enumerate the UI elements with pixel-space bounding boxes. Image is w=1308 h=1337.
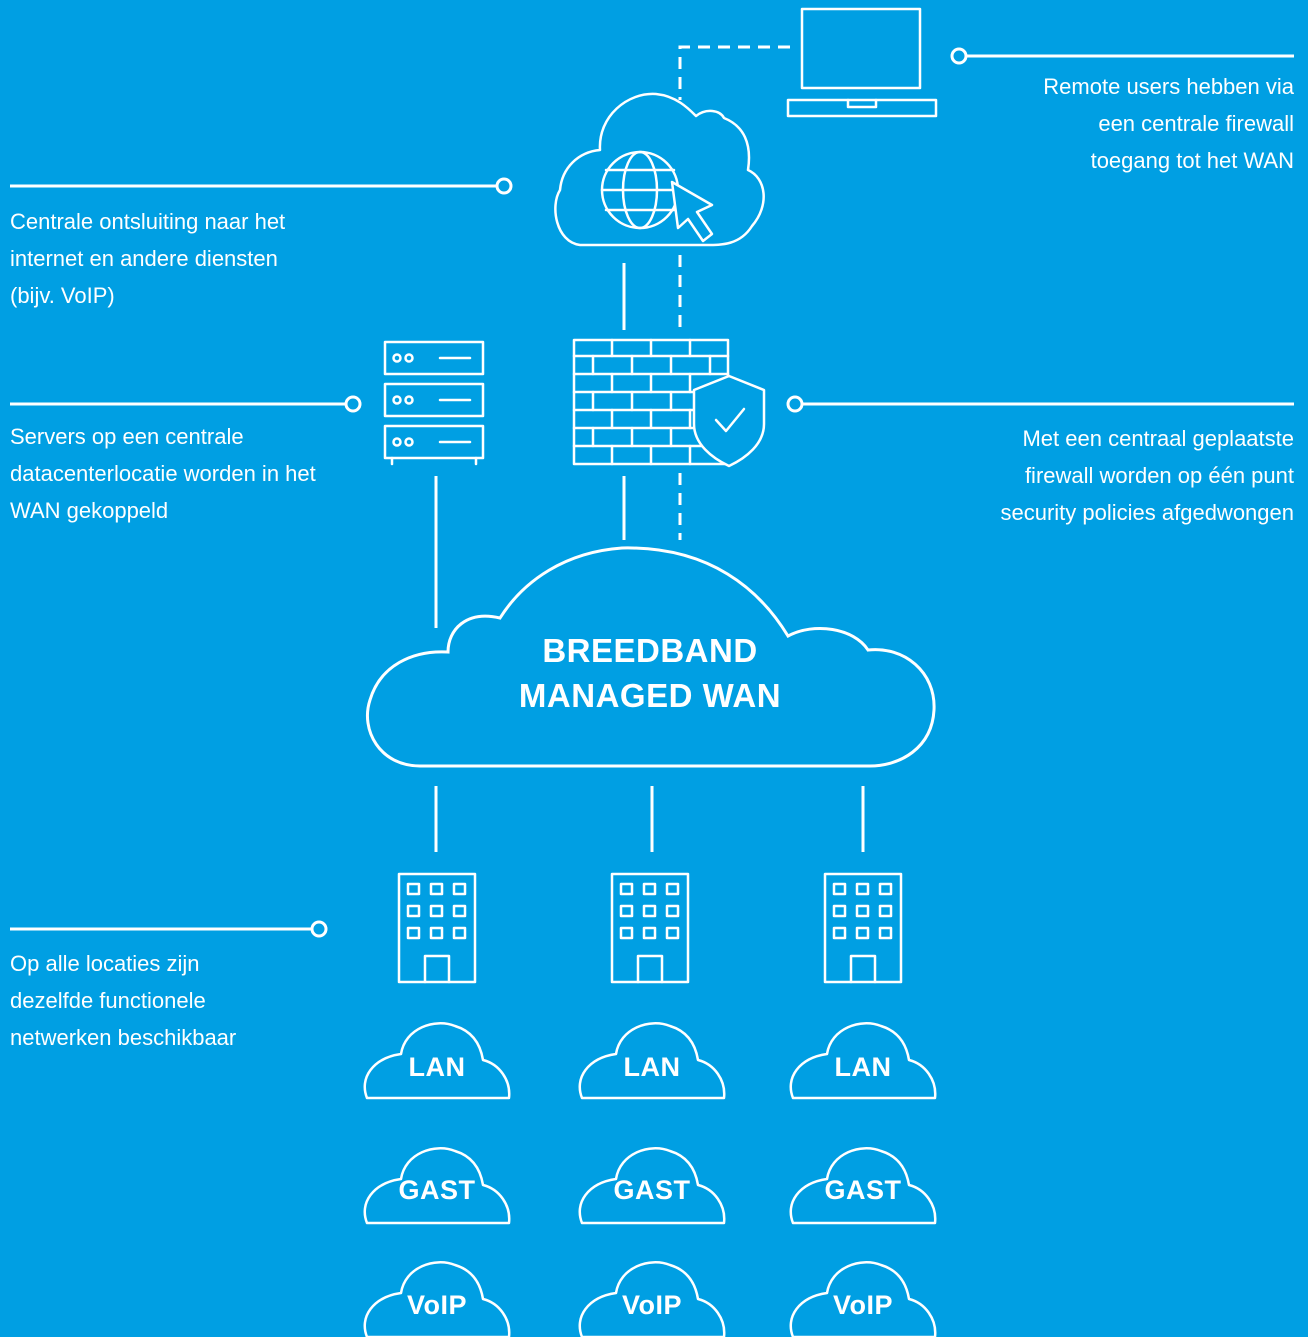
network-label-voip: VoIP (621, 1290, 682, 1320)
shield-check-icon (692, 374, 766, 468)
network-label-gast: GAST (824, 1175, 902, 1205)
wan-cloud-label: BREEDBAND MANAGED WAN (460, 628, 840, 718)
annotation-remote-users: Remote users hebben via een centrale fir… (1043, 74, 1294, 173)
annotation-firewall: Met een centraal geplaatste firewall wor… (1000, 426, 1294, 525)
building-icon (610, 872, 690, 984)
network-label-gast: GAST (398, 1175, 476, 1205)
laptop-icon (786, 7, 938, 118)
annotation-internet: Centrale ontsluiting naar het internet e… (10, 209, 286, 308)
cursor-icon (670, 180, 714, 243)
leader-servers (10, 395, 362, 413)
leader-internet (10, 177, 513, 195)
remote-dashed-link (678, 45, 790, 100)
internet-cloud-icon (554, 92, 765, 247)
network-label-lan: LAN (623, 1052, 681, 1082)
leader-remote-users (950, 47, 1294, 65)
leader-locations (10, 920, 328, 938)
wan-cloud-icon (365, 546, 936, 768)
server-rack-icon (383, 340, 485, 466)
building-icon (823, 872, 903, 984)
network-label-voip: VoIP (406, 1290, 467, 1320)
network-label-voip: VoIP (832, 1290, 893, 1320)
building-icon (397, 872, 477, 984)
globe-icon (600, 150, 680, 230)
annotation-locations: Op alle locaties zijn dezelfde functione… (10, 951, 237, 1050)
network-label-gast: GAST (613, 1175, 691, 1205)
wan-label-line-1: BREEDBAND (542, 632, 758, 669)
wan-label-line-2: MANAGED WAN (518, 677, 782, 714)
annotation-servers: Servers op een centrale datacenterlocati… (10, 424, 316, 523)
firewall-icon (572, 338, 730, 466)
network-label-lan: LAN (408, 1052, 466, 1082)
network-label-lan: LAN (834, 1052, 892, 1082)
leader-firewall (786, 395, 1294, 413)
